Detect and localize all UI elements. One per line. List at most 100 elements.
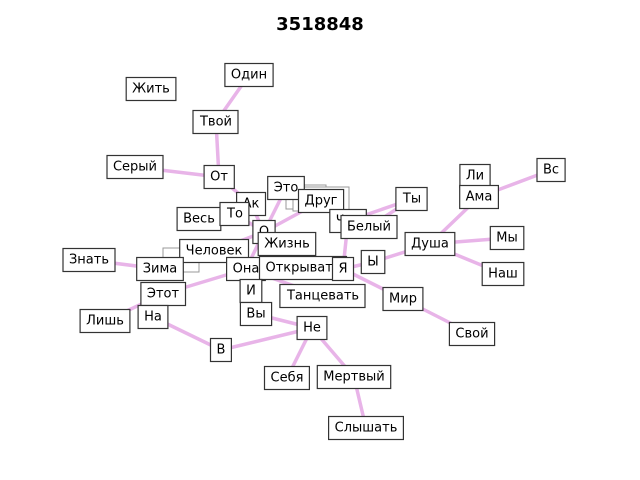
node-box [137, 304, 169, 330]
node-ne: Не [296, 315, 328, 341]
node-box [360, 249, 386, 275]
node-label: Ли [466, 169, 484, 184]
node-yy: Ы [360, 249, 386, 275]
node-label: Наш [488, 267, 518, 282]
node-odin: Один [224, 62, 274, 88]
node-chelovek: Человек [179, 238, 250, 264]
node-label: Себя [271, 371, 304, 386]
node-mir: Мир [382, 286, 424, 312]
node-vy: Вы [239, 301, 273, 327]
node-label: Серый [113, 160, 157, 175]
node-label: Белый [347, 220, 391, 235]
node-i: И [239, 278, 263, 304]
node-box [395, 186, 428, 212]
node-label: То [226, 207, 243, 222]
node-label: Жизнь [264, 237, 310, 252]
node-ama: Ама [459, 184, 500, 210]
node-label: Открывать [265, 261, 340, 276]
node-box [296, 315, 328, 341]
node-label: Мертвый [323, 370, 384, 385]
node-label: Друг [305, 194, 338, 209]
node-sebya: Себя [263, 365, 311, 391]
node-label: Свой [455, 327, 488, 342]
node-box [209, 337, 232, 363]
node-label: Зима [143, 262, 178, 277]
node-label: Это [274, 181, 299, 196]
node-box [136, 256, 184, 282]
node-label: Весь [183, 212, 215, 227]
node-label: Вс [543, 163, 559, 178]
node-box [192, 109, 239, 135]
nodes-layer: ОдинЖитьТвойСерыйОтЭтоАкДругВесьТоОЧтоБе… [62, 62, 566, 441]
node-label: Жить [132, 82, 170, 97]
node-label: От [210, 170, 228, 185]
node-lish: Лишь [79, 308, 131, 334]
node-label: Она [233, 262, 260, 277]
node-mertvyy: Мертвый [316, 364, 392, 390]
node-box [239, 301, 273, 327]
node-tancevat: Танцевать [279, 283, 366, 309]
node-v: В [209, 337, 232, 363]
node-box [219, 201, 250, 227]
node-box [257, 231, 317, 257]
node-box [297, 188, 345, 214]
node-label: Ты [402, 192, 421, 207]
node-zhizn: Жизнь [257, 231, 317, 257]
node-box [489, 225, 525, 251]
node-label: Я [338, 262, 347, 277]
node-label: Ы [367, 255, 378, 270]
node-box [404, 231, 456, 257]
node-box [382, 286, 424, 312]
node-box [536, 157, 566, 183]
node-label: Твой [199, 115, 232, 130]
node-box [263, 365, 311, 391]
node-label: Лишь [86, 314, 124, 329]
node-box [125, 76, 177, 102]
node-zima: Зима [136, 256, 184, 282]
node-label: Один [231, 68, 267, 83]
node-my: Мы [489, 225, 525, 251]
node-label: Мы [496, 231, 517, 246]
node-label: Этот [147, 287, 180, 302]
node-tvoy: Твой [192, 109, 239, 135]
node-label: В [217, 343, 226, 358]
node-to: То [219, 201, 250, 227]
node-label: Вы [246, 307, 265, 322]
node-box [328, 415, 405, 441]
node-box [203, 164, 235, 190]
node-label: Человек [186, 244, 243, 259]
node-ty: Ты [395, 186, 428, 212]
node-box [106, 154, 164, 180]
node-box [459, 184, 500, 210]
node-box [340, 214, 398, 240]
node-ot: От [203, 164, 235, 190]
node-nash: Наш [481, 261, 525, 287]
node-znat: Знать [62, 247, 116, 273]
node-label: И [246, 284, 256, 299]
node-box [448, 321, 496, 347]
node-label: Ама [466, 190, 493, 205]
node-slyshat: Слышать [328, 415, 405, 441]
node-na: На [137, 304, 169, 330]
node-box [267, 175, 305, 201]
node-seryy: Серый [106, 154, 164, 180]
node-zhit: Жить [125, 76, 177, 102]
node-ves: Весь [176, 206, 222, 232]
node-li: Ли [459, 163, 491, 189]
node-box [481, 261, 525, 287]
node-ya: Я [331, 256, 355, 282]
node-etot: Этот [140, 281, 187, 307]
node-label: Душа [411, 237, 449, 252]
node-belyy: Белый [340, 214, 398, 240]
node-label: Знать [69, 253, 109, 268]
node-vs: Вс [536, 157, 566, 183]
node-label: Слышать [335, 421, 398, 436]
node-label: Мир [389, 292, 417, 307]
node-label: Не [303, 321, 321, 336]
node-box [316, 364, 392, 390]
node-drug: Друг [297, 188, 345, 214]
node-eto: Это [267, 175, 305, 201]
node-box [279, 283, 366, 309]
node-box [179, 238, 250, 264]
